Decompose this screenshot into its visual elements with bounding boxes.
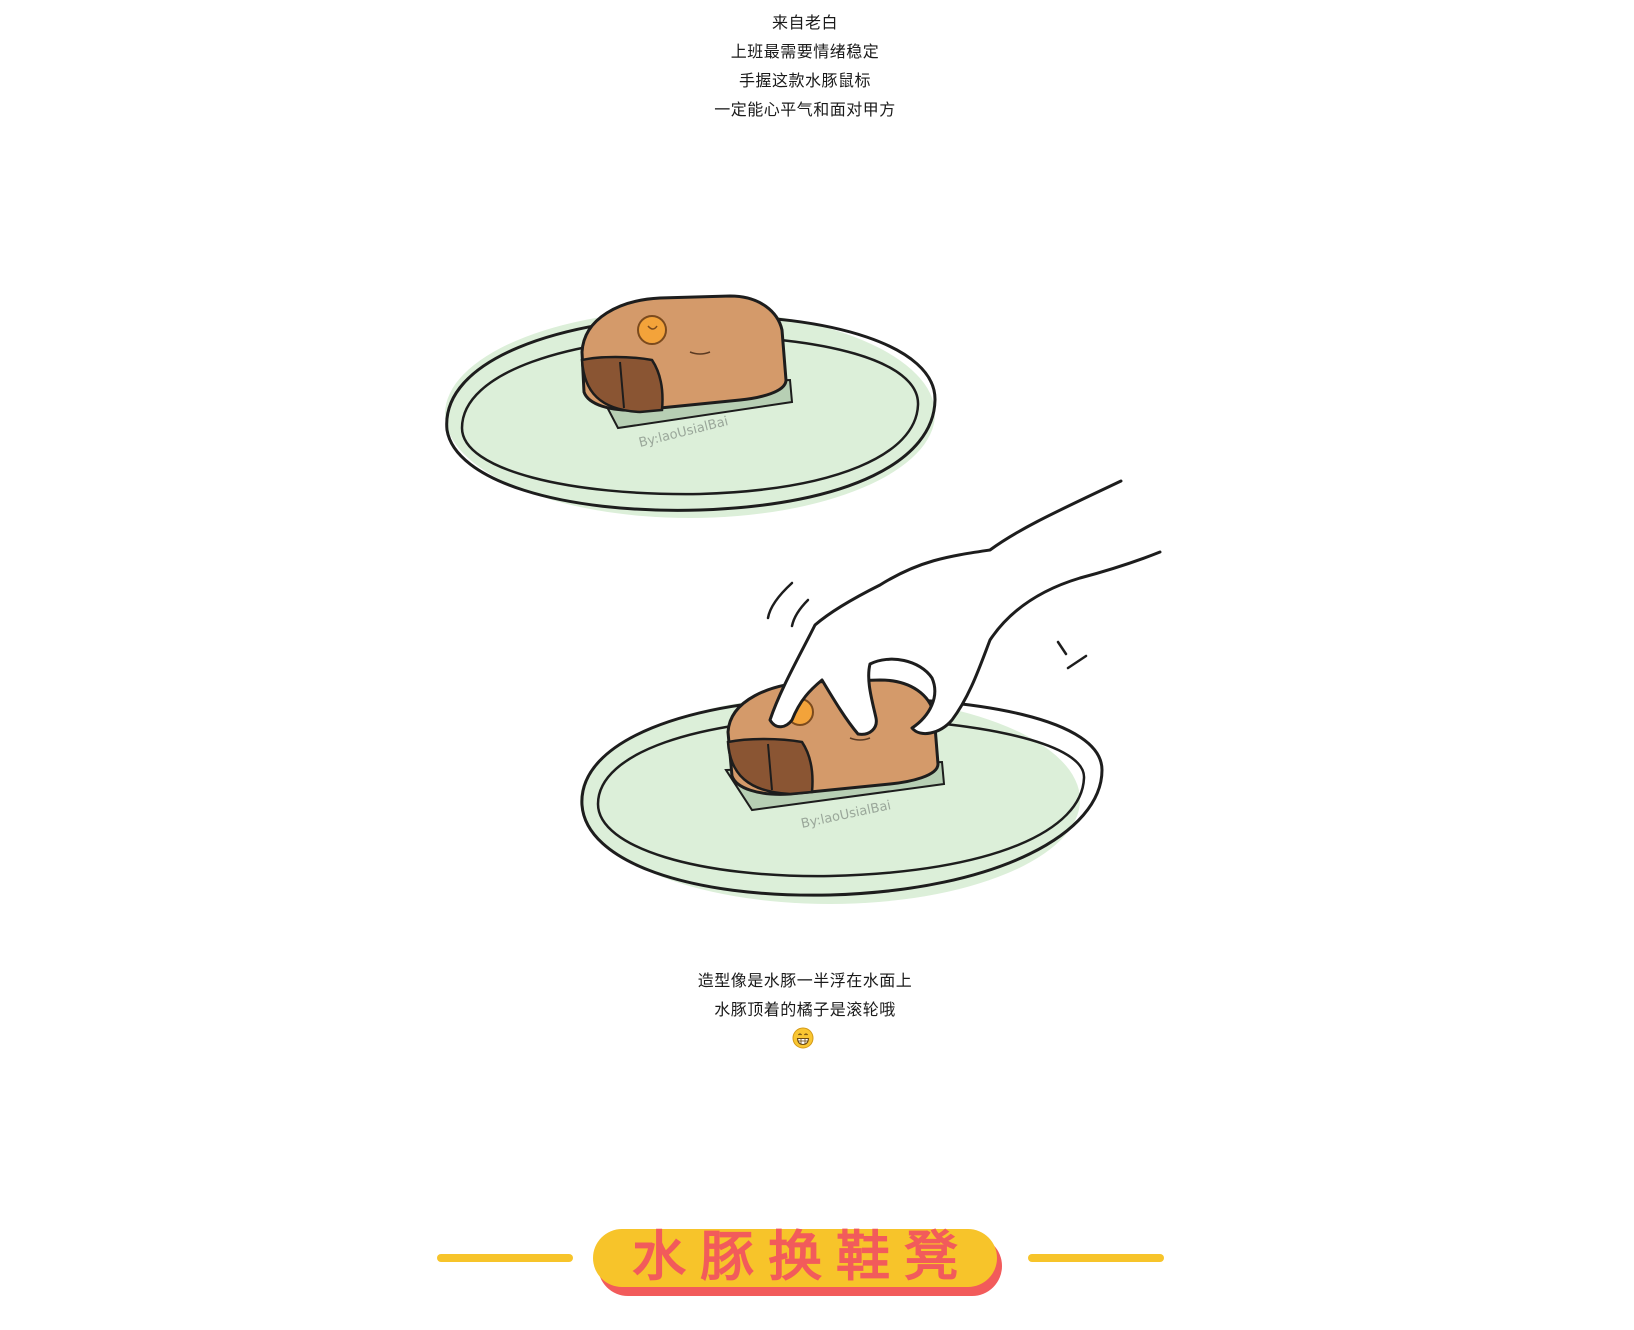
intro-line: 来自老白 bbox=[771, 13, 838, 32]
caption-line: 造型像是水豚一半浮在水面上 bbox=[697, 971, 913, 990]
intro-line: 一定能心平气和面对甲方 bbox=[714, 100, 896, 119]
banner-left-rule bbox=[437, 1254, 573, 1262]
top-plate-scene bbox=[445, 294, 937, 518]
banner-right-rule bbox=[1028, 1254, 1164, 1262]
bottom-plate-scene bbox=[580, 479, 1162, 904]
intro-text: 来自老白 上班最需要情绪稳定 手握这款水豚鼠标 一定能心平气和面对甲方 bbox=[0, 8, 1610, 124]
caption-line: 水豚顶着的橘子是滚轮哦 bbox=[714, 1000, 896, 1019]
section-banner: 水豚换鞋凳 bbox=[430, 1222, 1170, 1302]
section-title: 水豚换鞋凳 bbox=[632, 1225, 972, 1288]
intro-line: 上班最需要情绪稳定 bbox=[730, 42, 880, 61]
grinning-face-icon bbox=[0, 1024, 1610, 1054]
banner-pill bbox=[593, 1229, 997, 1287]
top-watermark: By:laoUsialBai bbox=[637, 414, 729, 451]
bottom-watermark: By:laoUsialBai bbox=[800, 798, 893, 832]
grinning-face-icon-graphic bbox=[792, 1027, 814, 1049]
intro-line: 手握这款水豚鼠标 bbox=[738, 71, 871, 90]
caption-text: 造型像是水豚一半浮在水面上 水豚顶着的橘子是滚轮哦 bbox=[0, 966, 1610, 1054]
